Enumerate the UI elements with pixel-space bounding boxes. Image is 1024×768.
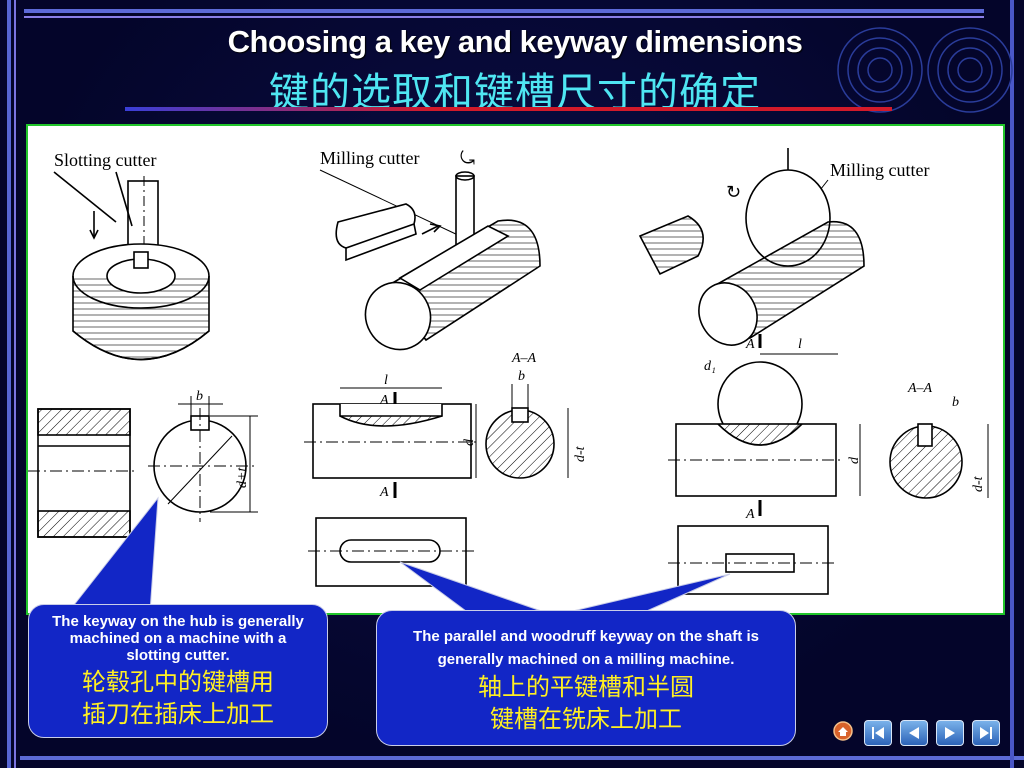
slotting-cutter-label: Slotting cutter	[54, 150, 157, 170]
dim-b-hub: b	[196, 389, 203, 404]
keyway-figure-panel: Slotting cutter b d+t Milling cutter	[26, 124, 1005, 615]
dim-d-minus-t-middle: d-t	[573, 445, 588, 462]
dim-d-plus-t: d+t	[235, 467, 250, 488]
first-slide-button[interactable]	[864, 720, 892, 746]
last-slide-button[interactable]	[972, 720, 1000, 746]
frame-bottom-bar	[20, 756, 1024, 760]
previous-slide-icon	[909, 727, 919, 739]
next-slide-button[interactable]	[936, 720, 964, 746]
last-slide-icon	[980, 727, 992, 739]
dim-b-right: b	[952, 395, 959, 410]
dim-d-right: d	[847, 456, 862, 464]
dim-b-middle: b	[518, 369, 525, 384]
first-slide-icon	[872, 727, 884, 739]
hub-callout-english: The keyway on the hub is generally machi…	[52, 613, 304, 664]
slide-title-english: Choosing a key and keyway dimensions	[227, 24, 803, 59]
frame-top-bar-inner	[24, 16, 984, 18]
shaft-keyway-callout: The parallel and woodruff keyway on the …	[376, 610, 796, 746]
dim-d-minus-t-right: d-t	[971, 475, 986, 492]
hub-keyway-callout: The keyway on the hub is generally machi…	[28, 604, 328, 738]
hub-callout-pointer	[68, 496, 159, 613]
shaft-callout-pointer-right	[559, 573, 731, 615]
shaft-callout-chinese-line-1: 轴上的平键槽和半圆	[478, 673, 694, 701]
dim-d1-right: d₁	[704, 359, 716, 374]
svg-text:⤿: ⤿	[460, 148, 475, 169]
frame-left-bar-inner	[14, 0, 16, 768]
shaft-callout-english: The parallel and woodruff keyway on the …	[413, 628, 759, 668]
label-a-bottom-middle: A	[379, 485, 389, 500]
decorative-circles	[837, 27, 1013, 113]
keyway-drawing: Slotting cutter b d+t Milling cutter	[28, 148, 989, 595]
label-a-top-right: A	[745, 337, 755, 352]
svg-text:↻: ↻	[726, 182, 741, 203]
frame-right-bar	[1010, 0, 1014, 768]
milling-cutter-label-1: Milling cutter	[320, 148, 419, 168]
frame-top-bar	[24, 9, 984, 13]
dim-l-middle: l	[384, 373, 388, 388]
section-label-right: A–A	[907, 381, 933, 396]
frame-left-bar	[7, 0, 11, 768]
dim-d-middle: d	[462, 438, 477, 446]
hub-callout-chinese-line-1: 轮毂孔中的键槽用	[82, 668, 274, 696]
milling-cutter-label-2: Milling cutter	[830, 160, 929, 180]
hub-callout-chinese-line-2: 插刀在插床上加工	[82, 700, 274, 728]
home-icon	[833, 721, 853, 741]
previous-slide-button[interactable]	[900, 720, 928, 746]
section-label-middle: A–A	[511, 351, 537, 366]
next-slide-icon	[945, 727, 955, 739]
label-a-top-middle: A	[379, 393, 389, 408]
dim-l-right: l	[798, 337, 802, 352]
label-a-bottom-right: A	[745, 507, 755, 522]
home-button[interactable]	[832, 720, 854, 742]
title-underline	[125, 107, 892, 111]
shaft-callout-chinese-line-2: 键槽在铣床上加工	[490, 705, 682, 733]
shaft-callout-pointer-left	[399, 561, 551, 615]
